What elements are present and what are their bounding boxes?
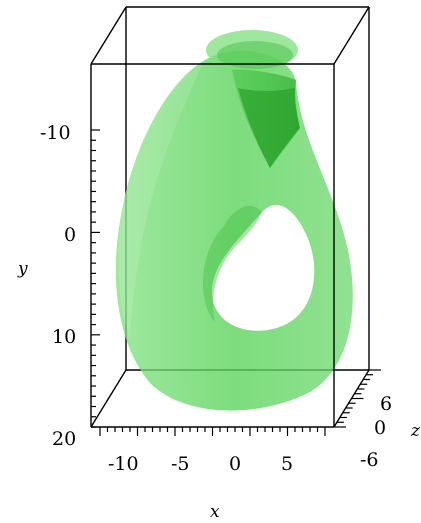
x-tick-label: -10 — [108, 453, 139, 475]
z-tick-label: 0 — [374, 417, 386, 439]
y-axis-ticks — [91, 129, 100, 428]
y-axis-title: y — [17, 259, 28, 279]
y-tick-label: -10 — [40, 122, 71, 144]
x-axis-title: x — [210, 502, 220, 522]
klein-bottle-surface — [115, 30, 353, 411]
x-tick-label: 5 — [281, 453, 293, 475]
y-tick-label: 0 — [64, 224, 76, 246]
z-axis-ticks — [334, 369, 381, 428]
y-tick-label: 10 — [52, 326, 76, 348]
bottle-body — [115, 50, 353, 411]
z-tick-label: -6 — [360, 449, 379, 471]
x-tick-label: -5 — [171, 453, 190, 475]
tube-inner-shade — [203, 205, 262, 322]
x-axis-ticks — [99, 427, 326, 436]
self-intersection — [238, 88, 300, 168]
y-tick-label: 20 — [52, 428, 76, 450]
z-axis-title: z — [410, 421, 421, 441]
z-tick-label: 6 — [380, 393, 392, 415]
x-tick-label: 0 — [229, 453, 241, 475]
